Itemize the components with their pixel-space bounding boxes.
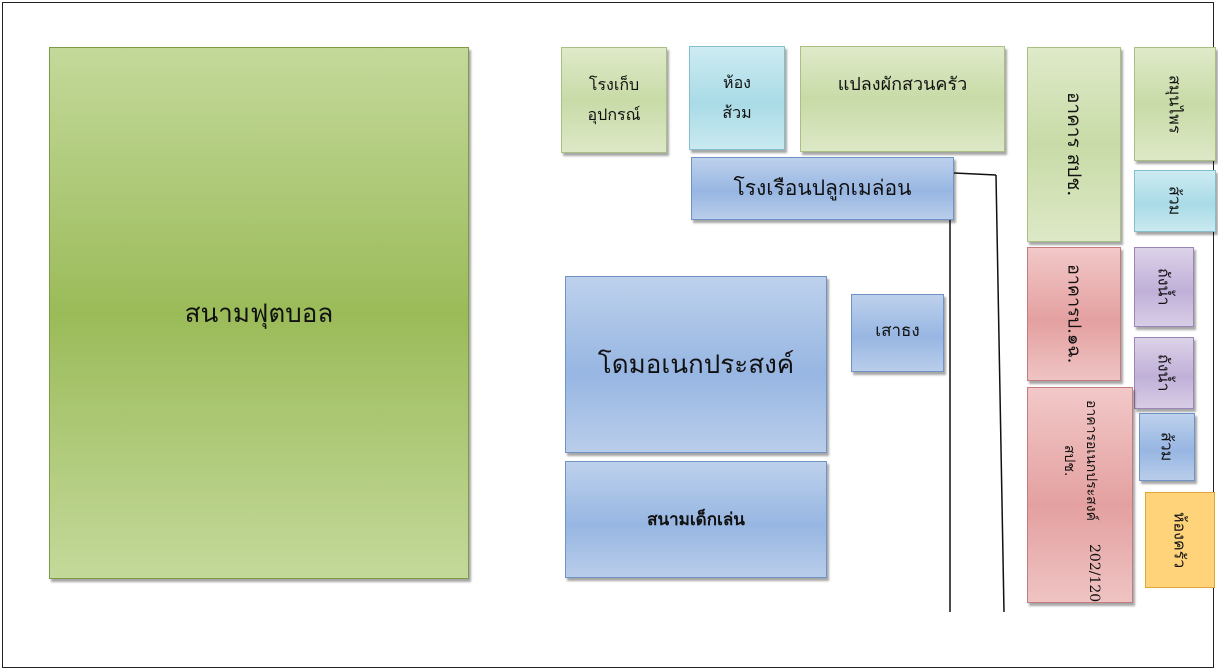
building-p1[interactable]: อาคารป.๑ฉ. <box>1027 247 1121 381</box>
football-field-label: สนามฟุตบอล <box>184 298 334 329</box>
building-p1-label: อาคารป.๑ฉ. <box>1063 264 1085 364</box>
herbs-garden[interactable]: สมุนไพร <box>1134 47 1216 161</box>
melon-greenhouse[interactable]: โรงเรือนปลูกเมล่อน <box>691 157 954 220</box>
playground-label: สนามเด็กเล่น <box>647 510 745 530</box>
water-tank-2[interactable]: ถังน้ำ <box>1134 337 1194 409</box>
multipurpose-building[interactable]: อาคารอเนกประสงค์ สปช. 202/120 <box>1027 387 1133 603</box>
toilet-lower-label: ส้วม <box>1157 432 1177 462</box>
road-line-top <box>953 172 997 176</box>
tool-shed-label-line1: โรงเก็บ <box>588 74 640 94</box>
multipurpose-dome[interactable]: โดมอเนกประสงค์ <box>565 276 827 453</box>
toilet-top-label-line1: ห้อง <box>723 72 751 92</box>
road-line-right <box>995 174 1005 613</box>
flagpole[interactable]: เสาธง <box>851 294 944 372</box>
toilet-top-label-line2: ส้วม <box>722 103 752 122</box>
building-spch-label: อาคาร สปช. <box>1063 92 1085 197</box>
toilet-right[interactable]: ส้วม <box>1134 170 1216 232</box>
multipurpose-building-labels: อาคารอเนกประสงค์ สปช. 202/120 <box>1058 388 1102 602</box>
vegetable-garden-label: แปลงผักสวนครัว <box>837 74 968 95</box>
toilet-right-label: ส้วม <box>1165 186 1185 216</box>
water-tank-1[interactable]: ถังน้ำ <box>1134 247 1194 327</box>
tool-shed-label-line2: อุปกรณ์ <box>587 105 641 124</box>
multipurpose-dome-label: โดมอเนกประสงค์ <box>597 350 795 380</box>
toilet-top[interactable]: ห้อง ส้วม <box>689 46 785 150</box>
flagpole-label: เสาธง <box>875 321 920 341</box>
water-tank-2-label: ถังน้ำ <box>1154 354 1174 392</box>
water-tank-1-label: ถังน้ำ <box>1154 268 1174 306</box>
vegetable-garden[interactable]: แปลงผักสวนครัว <box>800 46 1005 152</box>
toilet-lower[interactable]: ส้วม <box>1139 413 1195 481</box>
building-spch[interactable]: อาคาร สปช. <box>1027 47 1121 242</box>
tool-shed[interactable]: โรงเก็บ อุปกรณ์ <box>561 47 667 153</box>
kitchen[interactable]: ห้องครัว <box>1145 492 1215 588</box>
kitchen-label: ห้องครัว <box>1170 511 1190 569</box>
multipurpose-building-label: อาคารอเนกประสงค์ สปช. <box>1061 400 1099 522</box>
playground[interactable]: สนามเด็กเล่น <box>565 461 827 578</box>
herbs-label: สมุนไพร <box>1165 74 1185 134</box>
football-field[interactable]: สนามฟุตบอล <box>49 47 469 579</box>
melon-greenhouse-label: โรงเรือนปลูกเมล่อน <box>733 176 912 200</box>
multipurpose-building-code: 202/120 <box>1086 543 1102 602</box>
